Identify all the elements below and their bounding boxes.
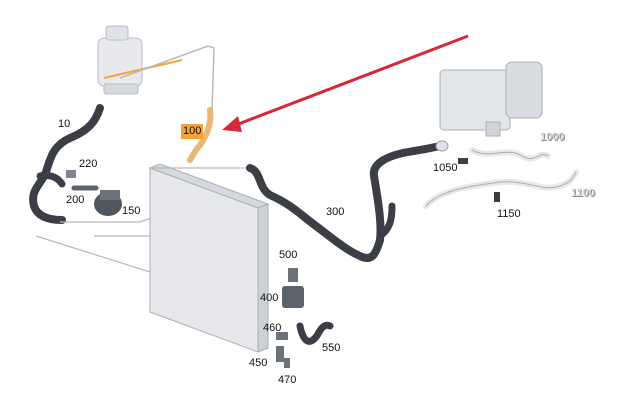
hose-10: [29, 104, 104, 224]
label-150: 150: [122, 205, 141, 217]
hose-550: [296, 321, 334, 345]
label-100: 100: [181, 124, 204, 139]
fitting-220: [66, 170, 76, 178]
leader-tank: [119, 45, 215, 113]
clip-470: [284, 358, 290, 368]
hose-1100: [423, 169, 579, 209]
label-300: 300: [326, 206, 345, 218]
label-450: 450: [249, 357, 268, 369]
label-1150: 1150: [497, 208, 521, 220]
label-1100: 1100: [571, 187, 595, 199]
red-arrow: [222, 34, 469, 132]
label-1050: 1050: [433, 162, 458, 174]
label-10: 10: [58, 118, 71, 130]
label-550: 550: [322, 342, 341, 354]
bracket-450: [276, 346, 284, 362]
label-500: 500: [279, 249, 298, 261]
pump-150: [94, 190, 122, 216]
label-220: 220: [79, 158, 98, 170]
charge-air-cooler: [439, 61, 543, 137]
radiator: [148, 163, 270, 353]
hose-100: [187, 107, 214, 163]
label-470: 470: [278, 374, 297, 386]
label-1000: 1000: [540, 131, 565, 143]
valve-500: [288, 268, 298, 282]
screw-1050: [458, 158, 468, 164]
label-200: 200: [66, 194, 85, 206]
part-460: [276, 332, 288, 340]
hose-300: [246, 142, 444, 262]
screw-1150: [494, 192, 500, 202]
valve-400: [282, 286, 304, 308]
label-460: 460: [263, 322, 282, 334]
label-400: 400: [260, 292, 279, 304]
